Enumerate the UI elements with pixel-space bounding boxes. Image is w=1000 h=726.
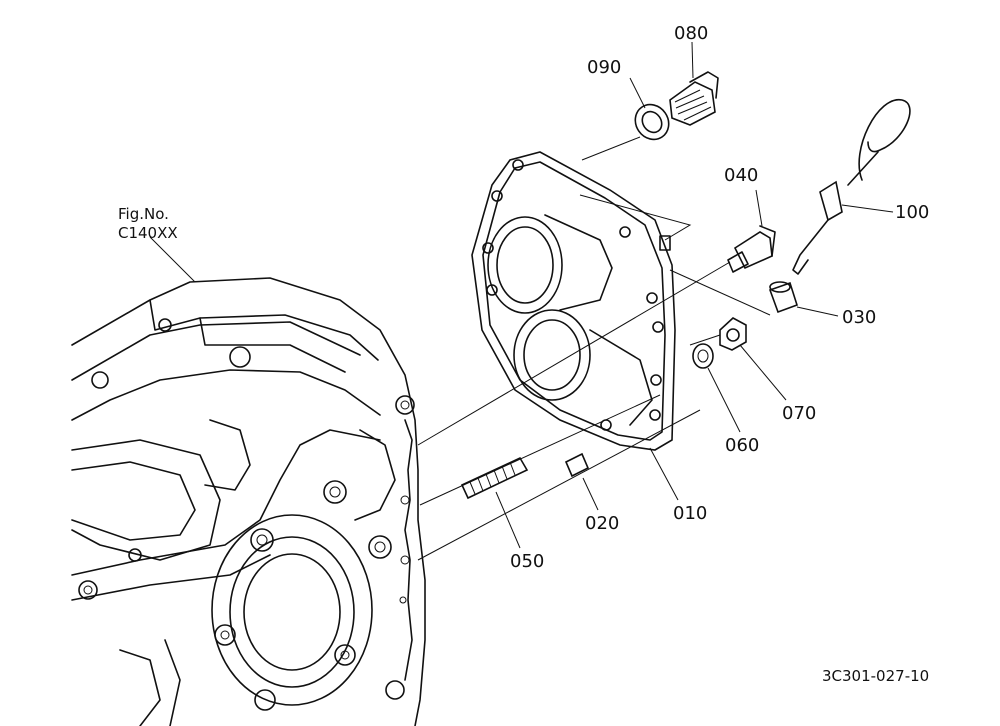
bolt-part-040: [727, 225, 776, 273]
part-label-080: 080: [674, 23, 708, 44]
drawing-code: 3C301-027-10: [822, 667, 929, 685]
part-label-060: 060: [725, 435, 759, 456]
part-label-010: 010: [673, 503, 707, 524]
leader-lines: [149, 41, 894, 549]
part-label-100: 100: [895, 202, 929, 223]
part-label-040: 040: [724, 165, 758, 186]
dipstick-part-100: [792, 99, 911, 275]
part-label-020: 020: [585, 513, 619, 534]
plug-part-080: [669, 71, 719, 126]
stud-part-050: [460, 456, 529, 500]
ring-part-060: [692, 343, 714, 369]
alignment-lines: [417, 136, 771, 561]
sleeve-part-030: [768, 281, 798, 314]
cover-part-010: [471, 151, 676, 451]
part-label-030: 030: [842, 307, 876, 328]
washer-part-090: [634, 103, 670, 141]
part-label-050: 050: [510, 551, 544, 572]
transmission-case: [71, 277, 426, 726]
figure-ref-line1: Fig.No.: [118, 205, 169, 223]
part-label-070: 070: [782, 403, 816, 424]
pin-part-020: [564, 452, 590, 478]
part-label-090: 090: [587, 57, 621, 78]
nut-part-070: [719, 317, 747, 351]
figure-ref-line2: C140XX: [118, 224, 178, 242]
